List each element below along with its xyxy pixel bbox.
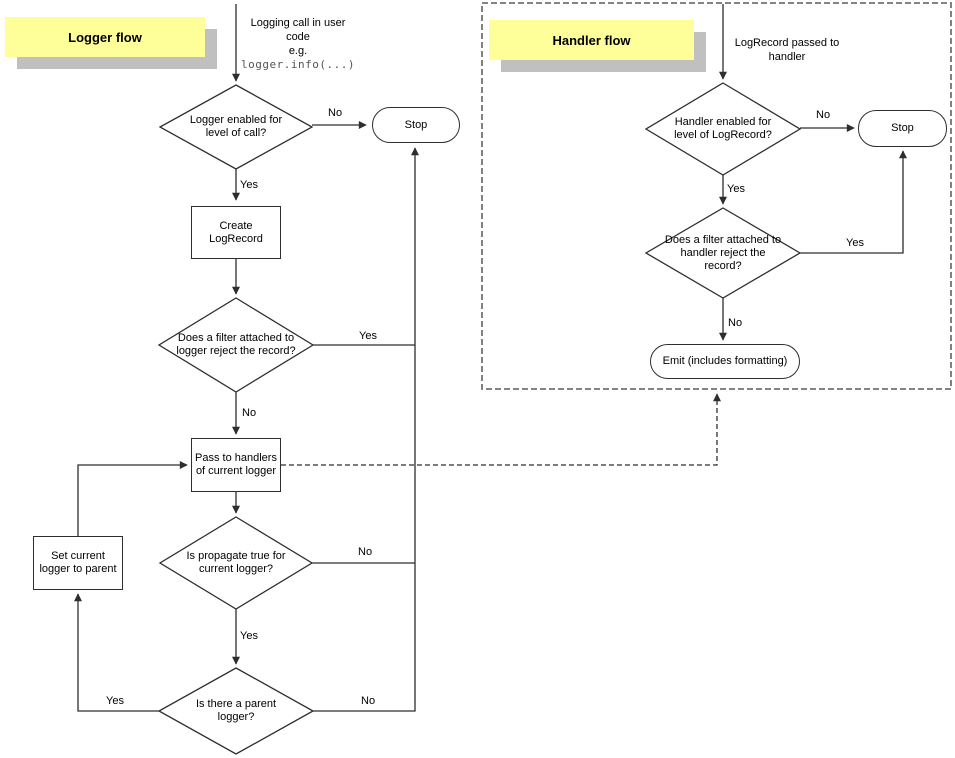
logger-start-line1: Logging call in user [250,17,346,29]
handler-flow-container-border [481,2,952,390]
node-logger-stop: Stop [372,107,460,143]
label-propagate-yes: Yes [240,630,258,642]
decision-parent-logger [157,667,315,755]
label-enabled-no: No [328,107,343,119]
label-filter-yes: Yes [359,330,377,342]
label-hfilter-no: No [728,317,743,329]
edge-hfilter-yes-to-stop [800,150,907,254]
edge-parent-yes-to-setparent [74,593,159,712]
handler-flow-title: Handler flow [552,32,631,48]
decision-logger-filter [157,297,315,393]
decision-logger-enabled [158,84,314,170]
node-handler-stop: Stop [858,110,947,147]
logger-start-line3: e.g. [288,45,308,57]
node-pass-to-handlers: Pass to handlers of current logger [191,438,281,492]
label-enabled-yes: Yes [240,179,258,191]
logger-start-line2: code [286,31,310,43]
decision-propagate [158,516,314,610]
logger-flow-title: Logger flow [68,29,142,45]
label-parent-yes: Yes [106,695,124,707]
node-emit: Emit (includes formatting) [650,344,800,379]
handler-start-text: LogRecord passed to handler [734,37,840,63]
label-parent-no: No [361,695,376,707]
label-henabled-no: No [816,109,831,121]
logger-flow-title-note: Logger flow [5,17,205,57]
edge-pass-to-handler-flow-dashed [281,393,721,466]
label-henabled-yes: Yes [727,183,745,195]
logger-start-text: Logging call in user code e.g. logger.in… [238,16,358,72]
decision-handler-filter [644,207,802,299]
logger-start-code: logger.info(...) [241,58,355,71]
handler-flow-title-note: Handler flow [489,20,694,60]
label-propagate-no: No [358,546,373,558]
node-create-logrecord: Create LogRecord [191,206,281,259]
edge-parent-no-to-stop [313,147,419,712]
label-hfilter-yes: Yes [846,237,864,249]
decision-handler-enabled [644,82,802,176]
label-filter-no: No [242,407,257,419]
edge-setparent-to-pass [77,461,188,536]
node-set-current-logger: Set current logger to parent [33,536,123,590]
